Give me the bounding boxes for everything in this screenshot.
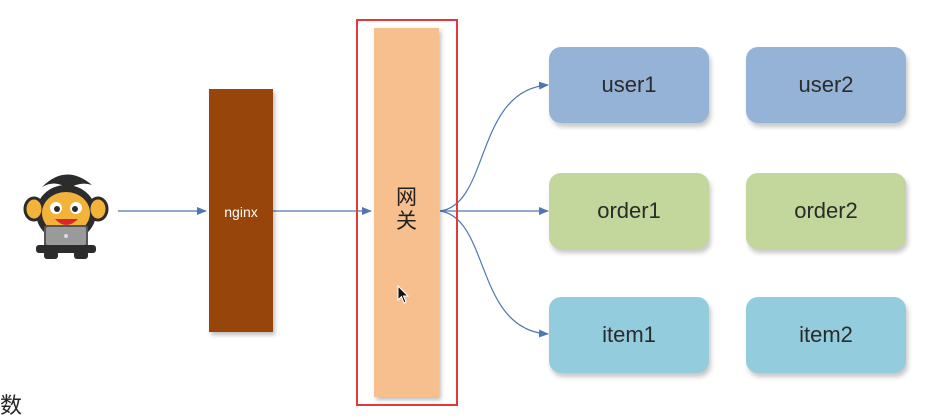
service-user2-label: user2: [798, 72, 854, 97]
gateway-highlight-frame: [356, 19, 458, 406]
service-item1: item1: [549, 297, 709, 373]
gateway-block: [374, 28, 439, 397]
service-user1: user1: [549, 47, 709, 123]
nginx-block: [209, 89, 273, 332]
service-item1-label: item1: [602, 322, 656, 347]
monkey-user-icon: [23, 174, 109, 259]
service-order1: order1: [549, 173, 709, 249]
gateway-label: 网 关: [396, 186, 417, 233]
nginx-label: nginx: [224, 204, 258, 220]
service-order2: order2: [746, 173, 906, 249]
service-order2-label: order2: [794, 198, 858, 223]
mouse-cursor-icon: [397, 285, 410, 304]
service-user1-label: user1: [601, 72, 657, 97]
service-item2: item2: [746, 297, 906, 373]
stray-text: 数: [0, 393, 23, 418]
service-user2: user2: [746, 47, 906, 123]
service-item2-label: item2: [799, 322, 853, 347]
service-order1-label: order1: [597, 198, 661, 223]
